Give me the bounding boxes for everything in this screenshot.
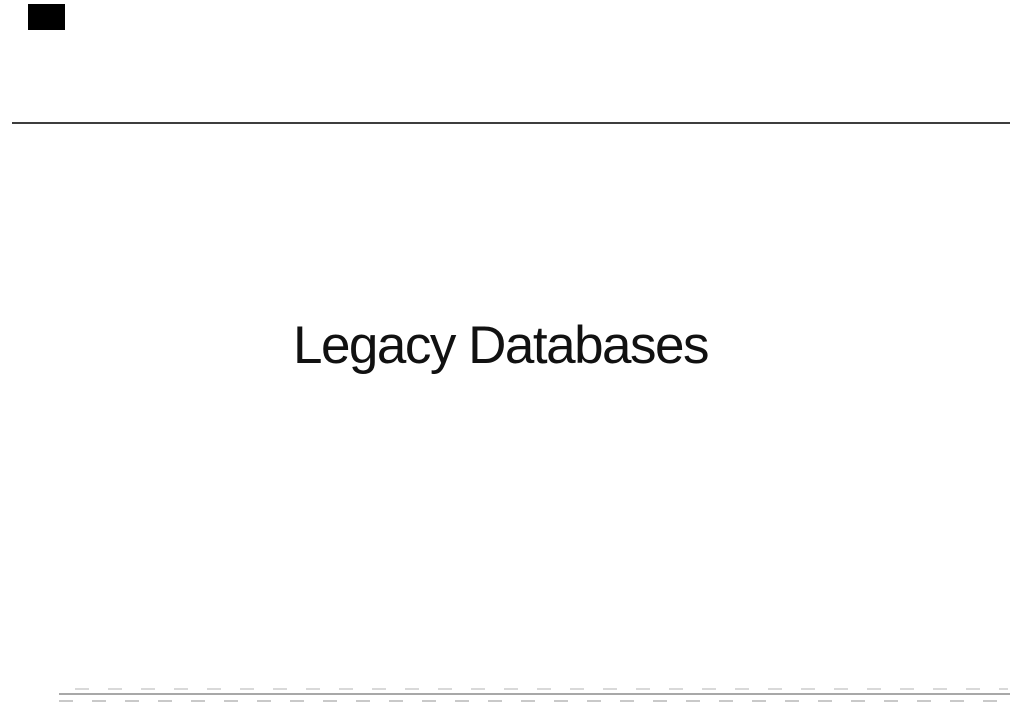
- black-rectangle-marker: [28, 4, 65, 30]
- bottom-solid-line: [59, 693, 1010, 695]
- bottom-dashed-line-lower: [59, 700, 1006, 702]
- bottom-dashed-line-upper: [75, 688, 1008, 690]
- top-horizontal-rule: [12, 122, 1010, 124]
- slide-title: Legacy Databases: [292, 316, 710, 375]
